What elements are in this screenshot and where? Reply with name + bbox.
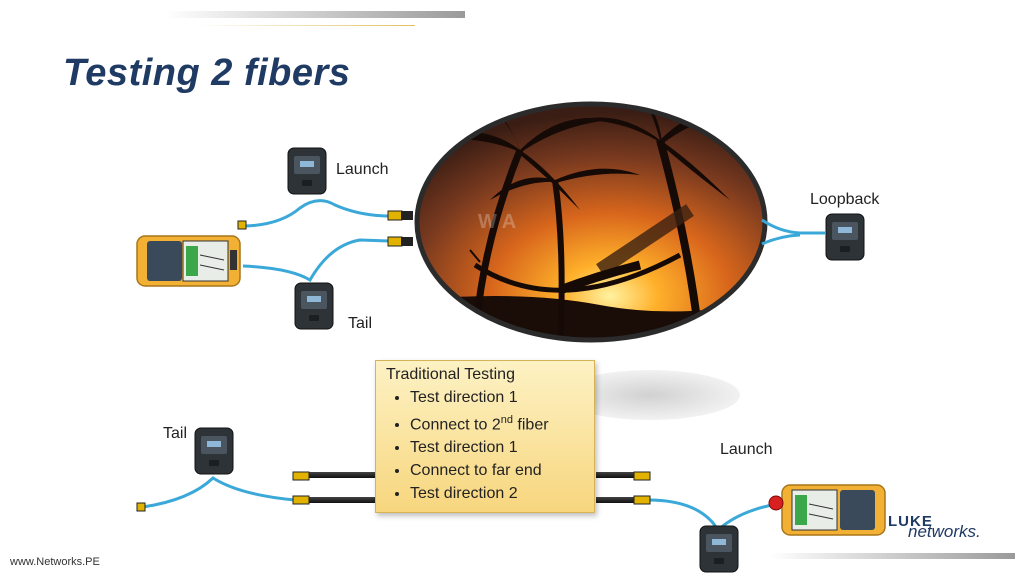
notes-list: Test direction 1 Connect to 2nd fiber Te… [386,386,584,505]
loopback-pod [825,213,865,261]
notes-item-text: Connect to 2 [410,416,501,434]
loopback-label: Loopback [810,191,880,208]
notes-item: Connect to 2nd fiber [410,409,584,436]
launch-label-bottom: Launch [720,441,773,458]
slide-title: Testing 2 fibers [63,52,351,94]
notes-item: Test direction 1 [410,436,584,459]
launch-fiber-pod-top [287,147,327,195]
tail-label-bottom: Tail [163,425,188,442]
top-decor-bar [165,11,465,18]
tail-label-top: Tail [348,315,373,332]
logo-line1: LUKE [888,513,933,530]
notes-item-text: Test direction 1 [410,439,518,457]
tail-fiber-pod-top [294,282,334,330]
notes-item-superscript: nd [500,414,513,426]
fiber-tester-bottom [768,484,886,536]
launch-label-top: Launch [336,161,389,178]
notes-item-text-rest: fiber [512,416,549,434]
hammock-sunset-photo: W A [414,101,768,343]
footer-website: www.Networks.PE [10,556,100,568]
connectors [136,210,651,512]
logo-line2: networks. [908,522,981,541]
notes-item-text: Test direction 1 [410,389,518,406]
notes-item: Test direction 1 [410,386,584,409]
notes-item-text: Test direction 2 [410,485,518,503]
bottom-decor-bar [770,553,1015,559]
notes-item: Test direction 2 [410,482,584,505]
notes-item: Connect to far end [410,459,584,482]
notes-heading: Traditional Testing [386,366,515,383]
tail-fiber-pod-bottom [194,427,234,475]
fiber-tester-top [136,235,241,287]
fiber-spool-bottom [308,472,636,503]
notes-item-text: Connect to far end [410,462,542,480]
svg-text:W A: W A [478,211,516,233]
traditional-testing-box: Traditional Testing Test direction 1 Con… [375,360,595,513]
top-decor-line [195,25,415,26]
launch-fiber-pod-bottom [699,525,739,573]
fluke-networks-logo: LUKE networks. [888,513,998,543]
fiber-cables-top [242,199,825,283]
